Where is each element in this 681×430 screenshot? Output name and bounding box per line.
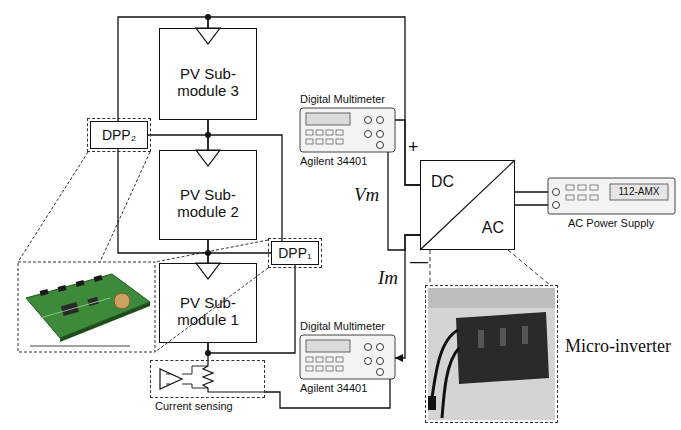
text-area: PV Sub-module 2 [160,169,256,237]
dpp-converter-box: DPP₂ [90,121,148,149]
micro-inverter-inset: Micro-inverter [425,285,558,423]
wire [515,205,548,206]
submodule-label: PV Sub-module 3 [166,65,250,99]
pv-submodule-box: PV Sub-module 1 [159,263,257,343]
submodule-label: PV Sub-module 1 [166,294,250,328]
leader-line [508,250,550,285]
text-area: PV Sub-module 3 [160,47,256,117]
wire [208,343,209,360]
wire [208,120,282,241]
polarity-sign: + [408,138,419,156]
wire [208,240,271,253]
text-area: PV Sub-module 1 [160,282,256,340]
leader-line [430,250,431,285]
model-number: Agilent 34401 [300,382,367,395]
wire [395,120,420,185]
leader-line [508,250,550,285]
inset-label: Micro-inverter [565,336,671,356]
instrument-name: AC Power Supply [568,217,654,230]
converter-label: DPP₂ [102,127,136,143]
current-label: Im [378,268,398,287]
multimeter: Digital MultimeterAgilent 34401 [300,108,395,152]
current-sensing-box: Current sensing [150,360,265,398]
ac-power-supply: 112-AMXAC Power Supply [548,178,675,214]
instrument-name: Digital Multimeter [300,320,385,333]
model-number: Agilent 34401 [300,155,367,168]
wire [265,379,390,408]
converter-label: DPP₁ [278,245,312,261]
submodule-label: PV Sub-module 2 [166,186,250,220]
instrument-name: Digital Multimeter [300,93,385,106]
wire [208,240,271,253]
dpp-converter-box: DPP₁ [271,241,319,265]
multimeter: Digital MultimeterAgilent 34401 [300,335,395,379]
inset-label: Current sensing [155,400,233,413]
pv-submodule-box: PV Sub-module 3 [159,28,257,120]
port-label: AC [482,219,504,237]
wire [515,192,548,193]
wire [395,120,420,185]
wire [148,135,208,150]
polarity-sign: — [410,252,428,270]
wire [265,379,390,408]
dc-ac-converter: DC AC [420,160,515,250]
display-readout: 112-AMX [610,184,668,200]
leader-line [430,250,431,285]
wire [207,343,208,360]
wire [208,120,282,241]
voltage-label: Vm [354,185,379,204]
wire [515,191,548,192]
wire [515,204,548,205]
pv-submodule-box: PV Sub-module 2 [159,150,257,240]
wire [148,135,208,150]
arrowhead [395,354,403,362]
port-label: DC [431,173,454,191]
